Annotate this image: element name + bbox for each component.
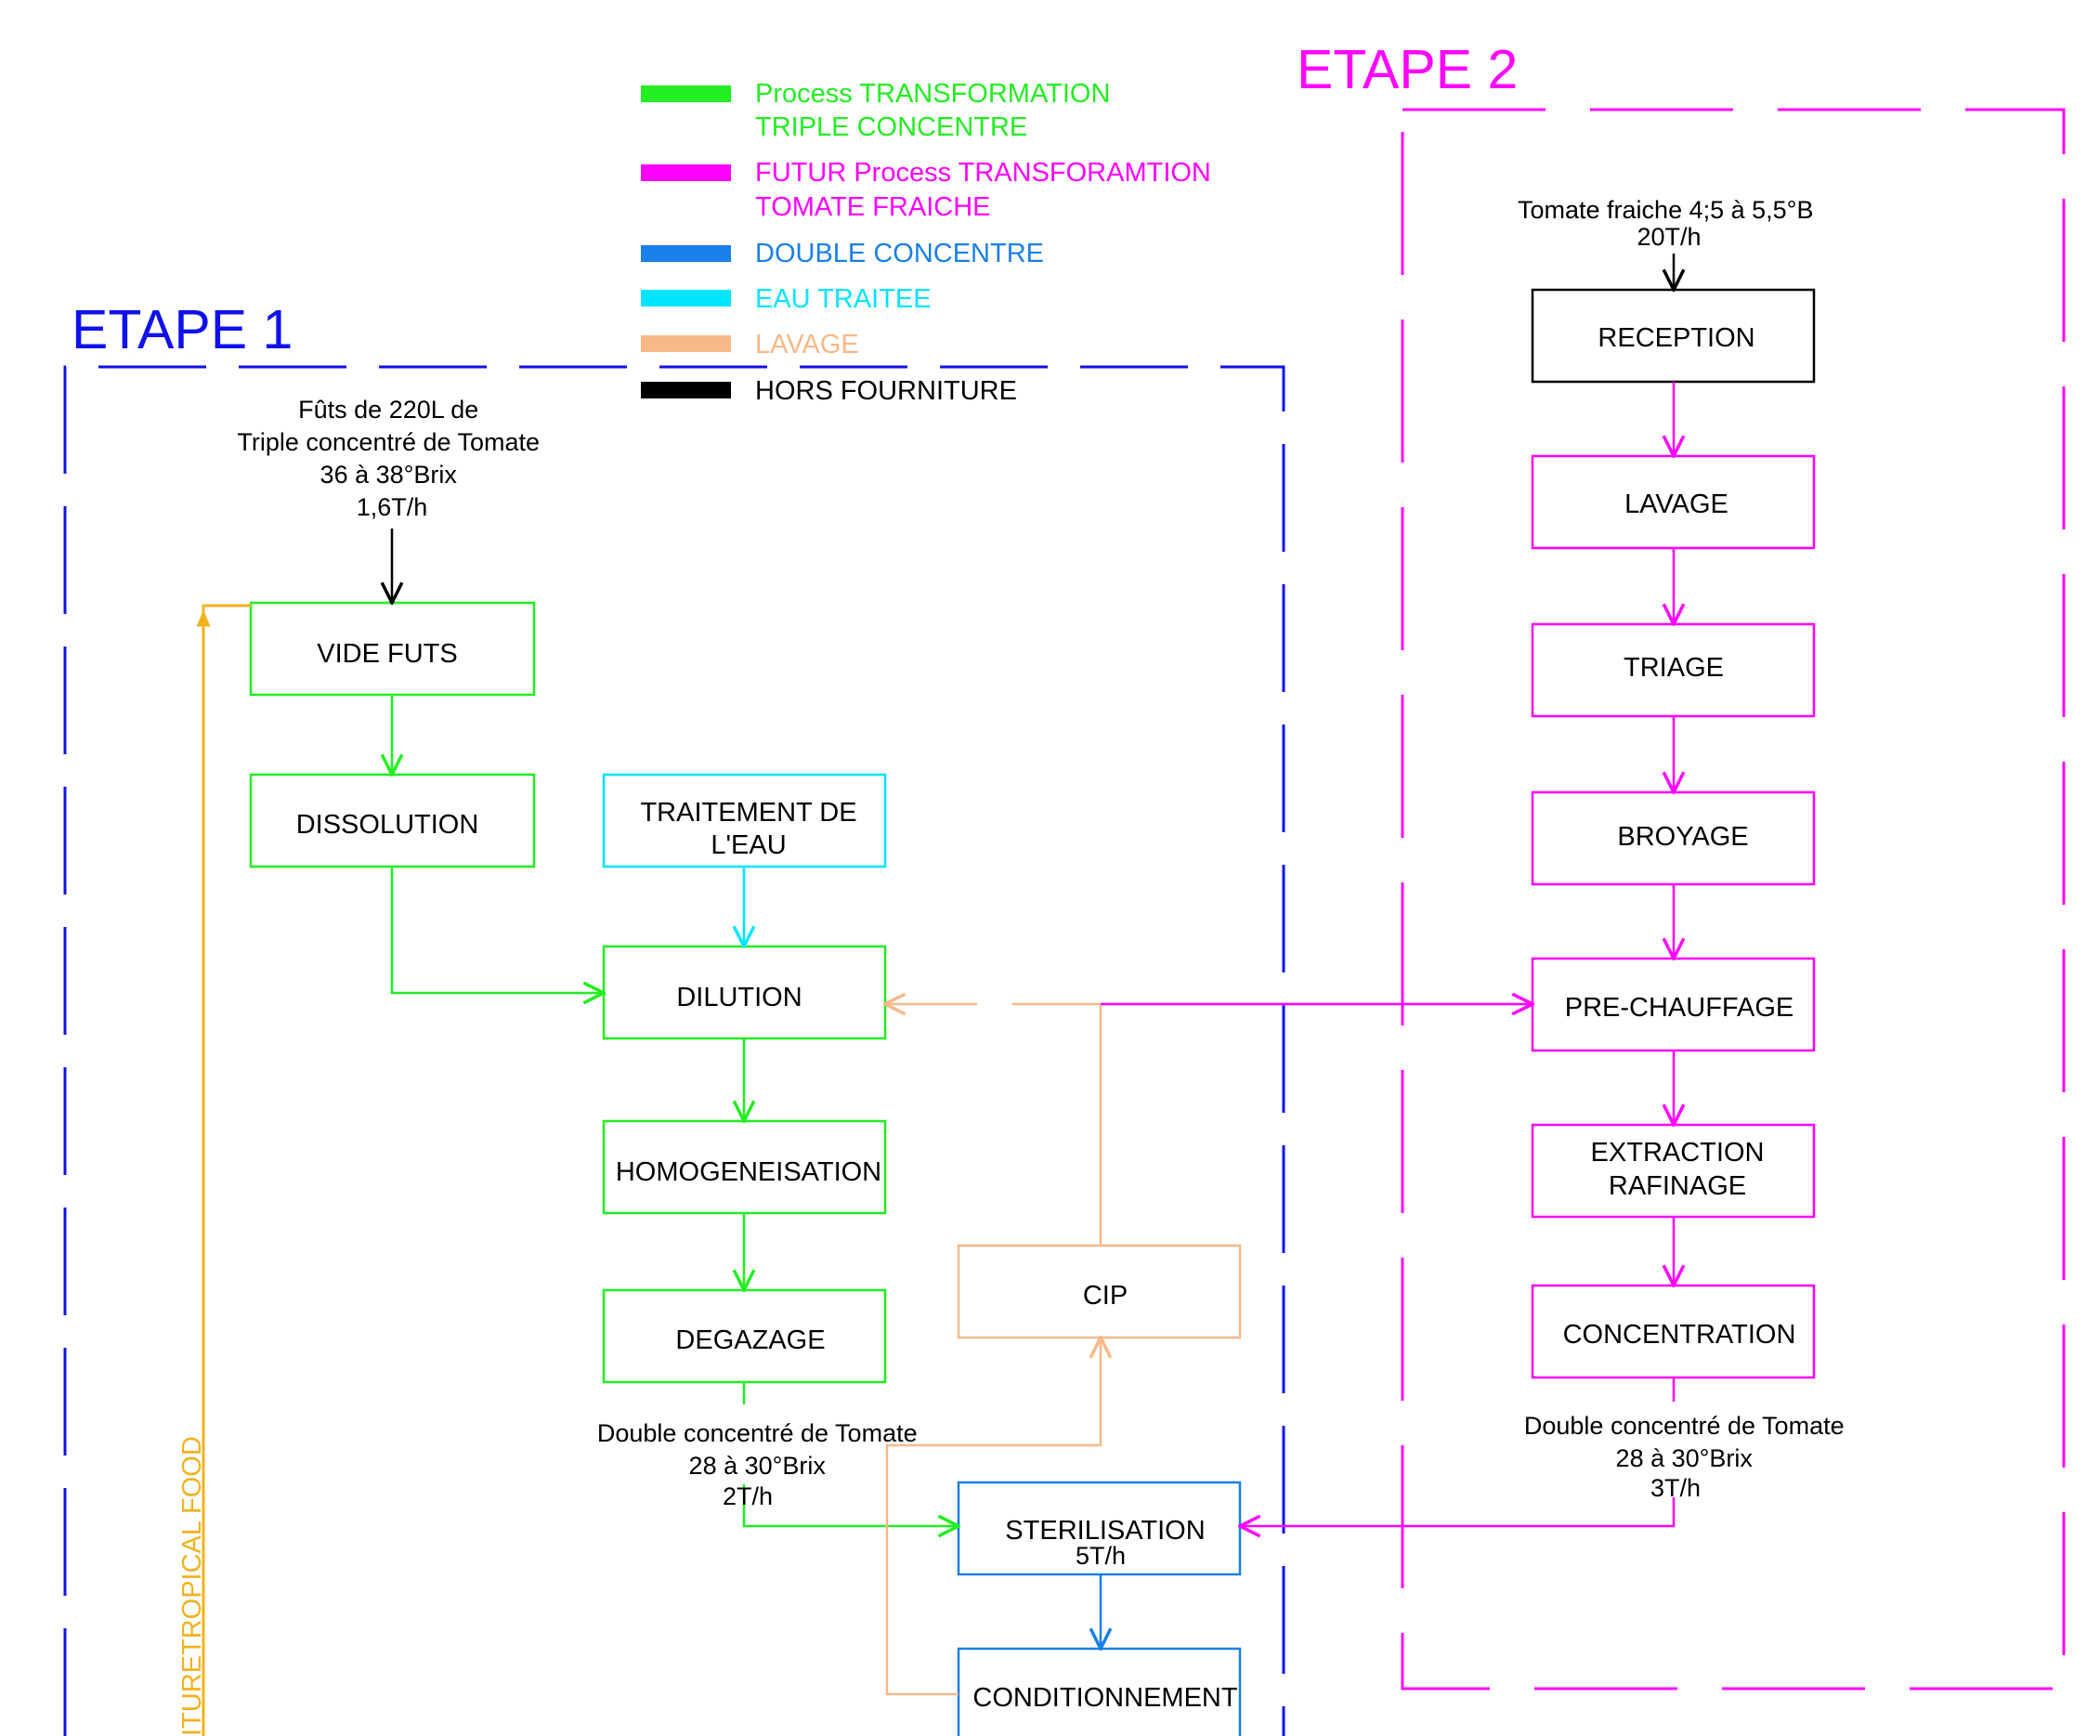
etape2-region: ETAPE 2 Tomate fraiche 4;5 à 5,5°B 20T/h… xyxy=(1101,39,2066,1690)
etape2-boundary xyxy=(1401,108,2066,1690)
arrow-output-to-sterilisation xyxy=(742,1484,959,1526)
box-degazage: DEGAZAGE xyxy=(602,1288,887,1384)
box-sterilisation: STERILISATION 5T/h xyxy=(957,1481,1242,1576)
svg-text:L'EAU: L'EAU xyxy=(711,830,786,860)
box-traitement-eau: TRAITEMENT DE L'EAU xyxy=(602,773,887,868)
svg-text:RAFINAGE: RAFINAGE xyxy=(1609,1171,1746,1201)
svg-text:EXTRACTION: EXTRACTION xyxy=(1591,1138,1765,1168)
svg-text:DILUTION: DILUTION xyxy=(676,983,802,1012)
etape2-input-label: Tomate fraiche 4;5 à 5,5°B 20T/h xyxy=(1518,196,1820,251)
box-conditionnement: CONDITIONNEMENT xyxy=(957,1647,1242,1736)
etape2-title: ETAPE 2 xyxy=(1297,39,1518,100)
box-cip: CIP xyxy=(957,1244,1242,1339)
arrow-dissolution-to-dilution xyxy=(390,867,604,993)
vertical-label: ITURETROPICAL FOOD xyxy=(177,1436,207,1736)
legend: Process TRANSFORMATION TRIPLE CONCENTRE … xyxy=(641,79,1211,406)
box-triage: TRIAGE xyxy=(1531,622,1816,718)
legend-swatch-blue xyxy=(641,245,731,262)
svg-text:CIP: CIP xyxy=(1083,1281,1128,1311)
legend-swatch-green xyxy=(641,85,731,102)
svg-text:VIDE FUTS: VIDE FUTS xyxy=(317,639,457,669)
etape1-output-label: Double concentré de Tomate 28 à 30°Brix … xyxy=(597,1419,924,1510)
box-broyage: BROYAGE xyxy=(1531,790,1816,886)
etape1-title: ETAPE 1 xyxy=(72,299,293,360)
svg-text:BROYAGE: BROYAGE xyxy=(1617,822,1748,852)
legend-swatch-magenta xyxy=(641,164,731,181)
box-lavage: LAVAGE xyxy=(1531,454,1816,550)
etape1-input-label: Fûts de 220L de Triple concentré de Toma… xyxy=(237,396,546,521)
svg-text:RECEPTION: RECEPTION xyxy=(1598,323,1754,353)
svg-text:STERILISATION: STERILISATION xyxy=(1005,1516,1205,1546)
svg-text:DISSOLUTION: DISSOLUTION xyxy=(296,810,479,840)
svg-text:DEGAZAGE: DEGAZAGE xyxy=(675,1325,825,1355)
legend-swatch-black xyxy=(641,382,731,398)
box-dilution: DILUTION xyxy=(602,945,887,1040)
legend-label-cyan: EAU TRAITEE xyxy=(755,284,932,314)
svg-text:CONDITIONNEMENT: CONDITIONNEMENT xyxy=(972,1683,1237,1713)
etape2-output-label: Double concentré de Tomate 28 à 30°Brix … xyxy=(1524,1412,1851,1502)
legend-label-green-2: TRIPLE CONCENTRE xyxy=(755,112,1027,142)
legend-swatch-orange xyxy=(641,335,731,352)
box-reception: RECEPTION xyxy=(1531,288,1816,384)
legend-swatch-cyan xyxy=(641,290,731,307)
line-cip-to-dilution xyxy=(1012,1002,1102,1246)
box-dissolution: DISSOLUTION xyxy=(249,773,536,868)
box-extraction-rafinage: EXTRACTION RAFINAGE xyxy=(1531,1123,1816,1219)
svg-text:LAVAGE: LAVAGE xyxy=(1624,489,1728,519)
legend-label-black: HORS FOURNITURE xyxy=(755,376,1017,406)
box-concentration: CONCENTRATION xyxy=(1531,1284,1816,1379)
svg-text:TRIAGE: TRIAGE xyxy=(1624,653,1724,683)
box-vide-futs: VIDE FUTS xyxy=(249,601,536,697)
legend-label-blue: DOUBLE CONCENTRE xyxy=(755,239,1044,268)
svg-text:5T/h: 5T/h xyxy=(1076,1542,1126,1570)
box-prechauffage: PRE-CHAUFFAGE xyxy=(1531,957,1816,1052)
legend-label-green-1: Process TRANSFORMATION xyxy=(755,79,1110,109)
svg-text:TRAITEMENT DE: TRAITEMENT DE xyxy=(640,798,856,828)
vertical-return-line xyxy=(202,604,251,1736)
svg-text:HOMOGENEISATION: HOMOGENEISATION xyxy=(616,1157,881,1187)
box-homogeneisation: HOMOGENEISATION xyxy=(602,1119,887,1215)
svg-text:PRE-CHAUFFAGE: PRE-CHAUFFAGE xyxy=(1565,993,1794,1023)
legend-label-orange: LAVAGE xyxy=(755,330,859,359)
arrow-output2-to-sterilisation xyxy=(1240,1497,1676,1526)
legend-label-magenta-1: FUTUR Process TRANSFORAMTION xyxy=(755,158,1211,188)
etape1-region: ETAPE 1 Fûts de 220L de Triple concentré… xyxy=(63,299,1285,1736)
legend-label-magenta-2: TOMATE FRAICHE xyxy=(755,192,991,222)
etape1-boundary xyxy=(63,365,1285,1736)
svg-text:CONCENTRATION: CONCENTRATION xyxy=(1563,1320,1796,1350)
arrow-conditionnement-to-cip xyxy=(885,1338,1101,1696)
